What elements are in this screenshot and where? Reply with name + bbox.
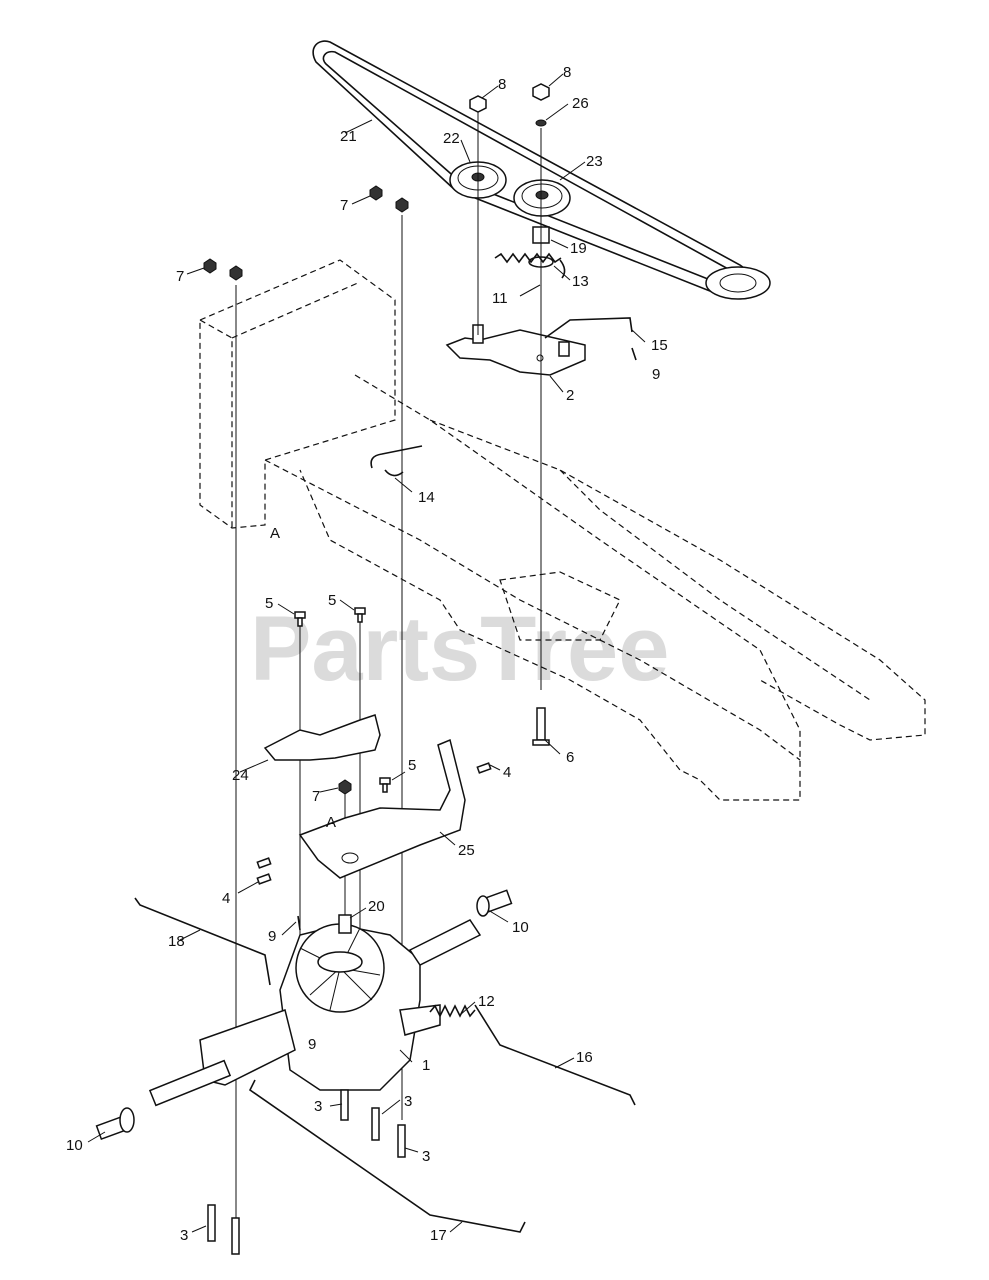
label-23: 23 — [586, 153, 603, 170]
idler-pulley-23 — [513, 179, 571, 217]
label-7-b: 7 — [312, 788, 320, 805]
rod-16 — [474, 1004, 636, 1106]
label-5-b: 5 — [328, 592, 336, 609]
label-9-middle: 9 — [268, 928, 276, 945]
axle-hub-10-left — [95, 1107, 135, 1141]
bolt-3-c — [397, 1124, 406, 1158]
rod-17 — [248, 1079, 526, 1233]
label-1: 1 — [422, 1057, 430, 1074]
label-ref-a-bracket: A — [326, 814, 336, 831]
label-15: 15 — [651, 337, 668, 354]
label-26: 26 — [572, 95, 589, 112]
label-17: 17 — [430, 1227, 447, 1244]
label-8-left: 8 — [498, 76, 506, 93]
bolt-6 — [532, 707, 550, 746]
label-5-a: 5 — [265, 595, 273, 612]
label-7-a: 7 — [340, 197, 348, 214]
bolt-5-b — [354, 607, 366, 623]
nut-7-d — [229, 265, 243, 281]
bolt-4-right — [476, 762, 492, 774]
label-24: 24 — [232, 767, 249, 784]
spacer-20 — [338, 914, 352, 934]
label-8-right: 8 — [563, 64, 571, 81]
label-19: 19 — [570, 240, 587, 257]
washer-26 — [535, 119, 547, 127]
bolt-4-left-a — [256, 857, 272, 869]
watermark: PartsTree — [250, 598, 669, 700]
leader-lines — [87, 73, 646, 1233]
label-12: 12 — [478, 993, 495, 1010]
drive-belt — [312, 40, 771, 300]
bolt-3-b — [371, 1107, 380, 1141]
label-ref-a-frame: A — [270, 525, 280, 542]
label-14: 14 — [418, 489, 435, 506]
nut-7-b — [395, 197, 409, 213]
label-18: 18 — [168, 933, 185, 950]
label-21: 21 — [340, 128, 357, 145]
label-16: 16 — [576, 1049, 593, 1066]
bolt-3-e — [231, 1217, 240, 1255]
label-22: 22 — [443, 130, 460, 147]
idler-bracket-2 — [445, 324, 586, 376]
bolt-3-d — [207, 1204, 216, 1242]
label-3-a: 3 — [314, 1098, 322, 1115]
bolt-5-a — [294, 611, 306, 627]
label-9-top: 9 — [652, 366, 660, 383]
label-10-left: 10 — [66, 1137, 83, 1154]
engine-pulley — [705, 266, 771, 300]
label-4-right: 4 — [503, 764, 511, 781]
spring-12 — [429, 1004, 476, 1018]
label-2: 2 — [566, 387, 574, 404]
label-25: 25 — [458, 842, 475, 859]
label-7-c: 7 — [176, 268, 184, 285]
bracket-25 — [298, 738, 466, 879]
label-20: 20 — [368, 898, 385, 915]
label-4-left: 4 — [222, 890, 230, 907]
spring-11 — [494, 252, 566, 279]
nut-7-c — [203, 258, 217, 274]
bolt-4-left-b — [256, 873, 272, 885]
label-13: 13 — [572, 273, 589, 290]
label-9-lower: 9 — [308, 1036, 316, 1053]
nut-7-a — [369, 185, 383, 201]
label-3-d: 3 — [180, 1227, 188, 1244]
pin-9-middle — [297, 915, 301, 931]
transaxle-1 — [148, 919, 482, 1107]
nut-8-right — [532, 83, 550, 101]
bolt-5-c — [379, 777, 391, 793]
label-10-right: 10 — [512, 919, 529, 936]
label-3-c: 3 — [422, 1148, 430, 1165]
callout-labels: 8 8 26 21 22 23 7 7 19 13 11 15 9 2 14 A… — [66, 64, 668, 1244]
label-3-b: 3 — [404, 1093, 412, 1110]
label-5-c: 5 — [408, 757, 416, 774]
nut-7-lower — [338, 779, 352, 795]
chassis-frame — [199, 259, 926, 801]
label-6: 6 — [566, 749, 574, 766]
nut-8-left — [469, 95, 487, 113]
pin-9-top — [631, 347, 637, 361]
bolt-3-a — [340, 1089, 349, 1121]
label-11: 11 — [492, 290, 508, 307]
bracket-24 — [263, 714, 381, 761]
rod-18 — [134, 897, 271, 986]
axle-hub-10-right — [476, 889, 513, 917]
rod-15 — [544, 317, 633, 339]
hairpin-14 — [370, 445, 423, 477]
